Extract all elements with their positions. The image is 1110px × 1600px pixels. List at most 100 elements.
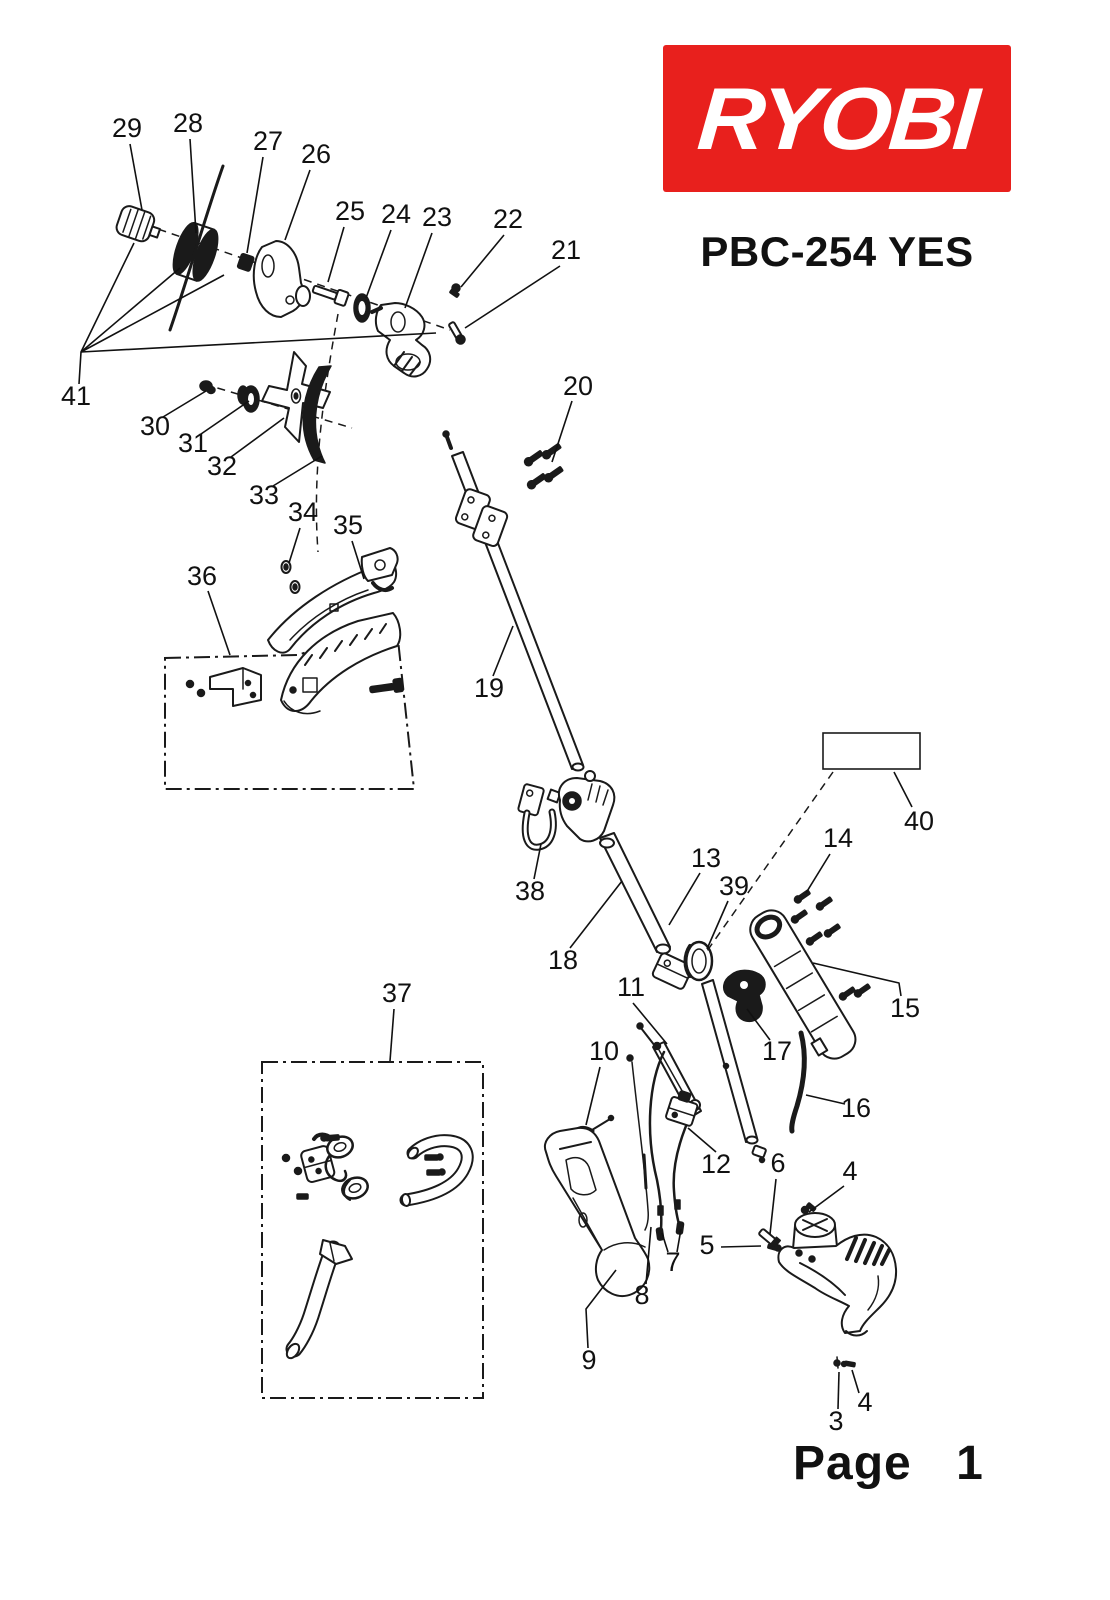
- gear-head-art: [370, 302, 432, 378]
- model-title: PBC-254 YES: [700, 228, 974, 275]
- callout-leader-34: [288, 527, 301, 564]
- label-box-40-art: [706, 732, 921, 952]
- callout-label-21: 21: [551, 235, 581, 265]
- spool-art: [172, 221, 219, 282]
- callout-leader-24: [365, 229, 392, 299]
- callout-leader-37: [389, 1008, 395, 1062]
- kit-box-37-art: [261, 1061, 484, 1399]
- callout-leader-9: [585, 1269, 617, 1349]
- lower-shaft-art: [546, 770, 767, 1164]
- screw-21-art: [448, 321, 466, 345]
- blade-assembly-art: [199, 351, 353, 464]
- callout-label-36: 36: [187, 561, 217, 591]
- trimmer-head-assembly-art: [115, 164, 466, 553]
- drive-bolt-art: [311, 284, 350, 307]
- washer-art: [353, 293, 371, 323]
- callout-label-4: 4: [842, 1156, 857, 1186]
- callout-leader-36: [207, 590, 231, 656]
- callout-label-4: 4: [857, 1387, 872, 1417]
- callout-label-38: 38: [515, 876, 545, 906]
- callout-label-25: 25: [335, 196, 365, 226]
- callout-label-6: 6: [770, 1148, 785, 1178]
- head-housing-art: [252, 240, 311, 318]
- callout-leader-21: [464, 265, 561, 329]
- front-housing-art: [544, 1126, 651, 1298]
- hanger-flange-art: [683, 940, 714, 982]
- callout-leader-20: [551, 400, 573, 463]
- callout-leader-39: [706, 900, 729, 950]
- callout-leader-30: [162, 390, 207, 418]
- callout-label-16: 16: [841, 1093, 871, 1123]
- callout-leader-6: [769, 1178, 777, 1235]
- callout-leader-28: [189, 138, 197, 234]
- cables-7-art: [648, 1050, 694, 1241]
- blade-art: [261, 351, 331, 443]
- lower-guard-art: [280, 612, 402, 715]
- blade-flange-art: [237, 385, 260, 413]
- callout-label-30: 30: [140, 411, 170, 441]
- engine-cover-art: [758, 1202, 898, 1369]
- callout-leader-26: [284, 169, 311, 241]
- callout-leader-41: [80, 267, 181, 353]
- callout-leader-40: [893, 771, 913, 808]
- callout-leader-16: [805, 1094, 846, 1105]
- callout-leader-12: [687, 1127, 717, 1153]
- upper-guard-art: [267, 547, 399, 654]
- bump-knob-art: [115, 205, 161, 243]
- screw-22-art: [449, 283, 461, 298]
- handle-kit-screws-art: [296, 1134, 446, 1200]
- callout-leader-31: [200, 400, 250, 435]
- callout-label-20: 20: [563, 371, 593, 401]
- callout-label-9: 9: [581, 1345, 596, 1375]
- handle-bracket-art: [312, 1132, 369, 1201]
- callout-leader-17: [746, 1008, 771, 1041]
- callout-leader-5: [720, 1245, 762, 1248]
- screws-3-art: [833, 1356, 856, 1369]
- callout-leader-27: [246, 156, 264, 254]
- callout-leader-41: [80, 332, 437, 353]
- callout-leader-32: [230, 417, 285, 458]
- callout-leader-4: [808, 1185, 845, 1213]
- guard-bracket-art: [209, 667, 262, 707]
- loop-handlebar-art: [399, 1134, 474, 1207]
- callout-label-10: 10: [589, 1036, 619, 1066]
- callout-label-35: 35: [333, 510, 363, 540]
- screws-14-art: [790, 889, 871, 1001]
- screws-20-art: [523, 443, 564, 490]
- guard-assembly-art: [267, 547, 399, 654]
- blade-shield-art: [302, 365, 332, 464]
- trimmer-line-art: [168, 164, 225, 332]
- throttle-trigger-art: [723, 969, 766, 1023]
- coupler-art: [546, 770, 616, 843]
- callout-label-7: 7: [665, 1247, 680, 1277]
- handle-housing-art: [749, 909, 857, 1060]
- page-label: Page 1: [793, 1437, 984, 1490]
- ryobi-logo: RYOBI: [663, 45, 1011, 192]
- callout-label-24: 24: [381, 199, 411, 229]
- callout-label-12: 12: [701, 1149, 731, 1179]
- callout-leader-35: [351, 540, 365, 580]
- callout-leader-23: [404, 232, 433, 309]
- callout-label-14: 14: [823, 823, 853, 853]
- callout-label-26: 26: [301, 139, 331, 169]
- throttle-rod-art: [626, 1054, 649, 1231]
- callout-label-41: 41: [61, 381, 91, 411]
- callout-label-31: 31: [178, 428, 208, 458]
- callout-leader-4: [851, 1369, 860, 1394]
- switch-block-art: [665, 1090, 699, 1127]
- upper-shaft-art: [442, 430, 585, 772]
- callout-leader-33: [272, 455, 323, 487]
- callout-label-19: 19: [474, 673, 504, 703]
- callout-label-33: 33: [249, 480, 279, 510]
- callout-label-39: 39: [719, 871, 749, 901]
- ryobi-logo-text: RYOBI: [694, 68, 980, 168]
- throttle-cable-art: [789, 1030, 807, 1134]
- rear-handle-art: [723, 889, 871, 1134]
- kit-box-36-art: [164, 612, 416, 790]
- throttle-switch-art: [544, 1022, 702, 1298]
- callout-leader-15: [812, 962, 902, 997]
- callout-label-40: 40: [904, 806, 934, 836]
- callout-leader-14: [805, 853, 831, 894]
- callout-label-23: 23: [422, 202, 452, 232]
